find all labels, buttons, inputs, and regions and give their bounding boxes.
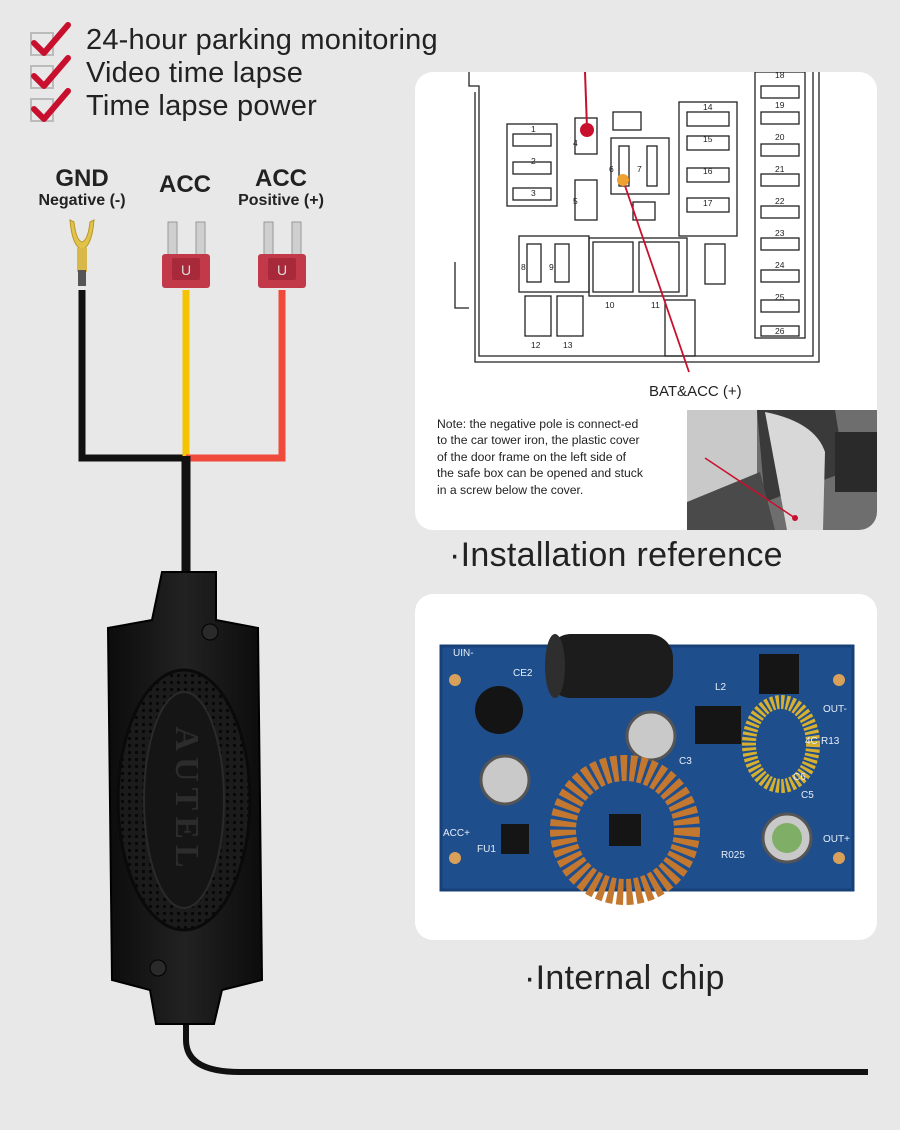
checkmark-icon bbox=[30, 88, 71, 122]
fuse-number: 20 bbox=[775, 132, 785, 142]
pcb-board-image: UIN- CE2 L2 OUT- R13 4C C6 C5 C3 ACC+ FU… bbox=[439, 634, 855, 905]
fuse-number: 4 bbox=[573, 138, 578, 148]
fuse-number: 6 bbox=[609, 164, 614, 174]
fuse-number: 8 bbox=[521, 262, 526, 272]
pcb-label: CE2 bbox=[513, 668, 533, 679]
feature-item: Video time lapse bbox=[28, 55, 304, 89]
acc-positive-subtitle: Positive (+) bbox=[238, 192, 324, 209]
fuse-number: 3 bbox=[531, 188, 536, 198]
gnd-subtitle: Negative (-) bbox=[38, 192, 126, 209]
pcb-label: R13 bbox=[821, 736, 840, 747]
output-cable bbox=[183, 1020, 868, 1075]
chip-panel: UIN- CE2 L2 OUT- R13 4C C6 C5 C3 ACC+ FU… bbox=[415, 594, 877, 940]
fuse-label: BAT&ACC (+) bbox=[649, 383, 742, 400]
car-door-photo bbox=[687, 410, 877, 530]
installation-note: Note: the negative pole is connect-ed to… bbox=[437, 417, 643, 497]
fork-terminal-icon bbox=[69, 219, 95, 286]
fuse-number: 16 bbox=[703, 166, 713, 176]
pcb-label: L2 bbox=[715, 682, 727, 693]
fuse-icon: U bbox=[258, 221, 306, 288]
fuse-number: 17 bbox=[703, 198, 713, 208]
fuse-number: 11 bbox=[651, 300, 660, 310]
acc-title: ACC bbox=[159, 171, 211, 198]
fuse-number: 22 bbox=[775, 196, 785, 206]
fuse-number: 15 bbox=[703, 134, 713, 144]
pcb-label: ACC+ bbox=[443, 828, 470, 839]
pcb-label: C3 bbox=[679, 756, 692, 767]
fuse-number: 1 bbox=[531, 124, 536, 134]
installation-panel: 1 2 3 4 5 6 7 8 9 10 11 12 13 14 15 16 1… bbox=[415, 72, 877, 530]
fuse-number: 24 bbox=[775, 260, 785, 270]
fuse-number: 23 bbox=[775, 228, 785, 238]
pcb-label: 4C bbox=[805, 736, 818, 747]
tap-point-marker bbox=[580, 123, 594, 137]
fuse-number: 19 bbox=[775, 100, 785, 110]
pcb-label: OUT- bbox=[823, 704, 847, 715]
fuse-icon: U bbox=[162, 221, 210, 288]
installation-caption: ·Installation reference bbox=[449, 536, 783, 574]
acc-positive-label: ACC Positive (+) bbox=[222, 166, 340, 210]
svg-text:U: U bbox=[181, 262, 191, 278]
fuse-number: 2 bbox=[531, 156, 536, 166]
checkmark-icon bbox=[30, 22, 71, 56]
module-logo: AUTEL bbox=[168, 726, 205, 873]
gnd-label: GND Negative (-) bbox=[20, 166, 144, 210]
pcb-label: UIN- bbox=[453, 648, 474, 659]
pcb-label: C5 bbox=[801, 790, 814, 801]
fuse-number: 18 bbox=[775, 72, 785, 80]
fuse-number: 5 bbox=[573, 196, 578, 206]
fuse-number: 26 bbox=[775, 326, 785, 336]
feature-label: Time lapse power bbox=[86, 89, 317, 122]
pcb-label: C6 bbox=[793, 772, 806, 783]
fuse-number: 9 bbox=[549, 262, 554, 272]
tap-point-marker bbox=[617, 174, 629, 186]
pcb-label: FU1 bbox=[477, 844, 496, 855]
fuse-number: 10 bbox=[605, 300, 615, 310]
fuse-number: 21 bbox=[775, 164, 785, 174]
gnd-wire bbox=[78, 290, 186, 462]
pcb-label: R025 bbox=[721, 850, 745, 861]
fuse-box-diagram: 1 2 3 4 5 6 7 8 9 10 11 12 13 14 15 16 1… bbox=[454, 72, 877, 530]
acc-positive-title: ACC bbox=[255, 165, 307, 192]
acc-label: ACC bbox=[140, 172, 230, 198]
fuse-number: 13 bbox=[563, 340, 573, 350]
fuse-number: 14 bbox=[703, 102, 713, 112]
gnd-title: GND bbox=[55, 165, 109, 192]
pcb-label: OUT+ bbox=[823, 834, 850, 845]
checkmark-icon bbox=[30, 55, 71, 89]
power-module: AUTEL bbox=[106, 571, 264, 1025]
fuse-number: 12 bbox=[531, 340, 541, 350]
feature-label: 24-hour parking monitoring bbox=[86, 23, 438, 56]
chip-caption: ·Internal chip bbox=[524, 959, 725, 997]
svg-text:U: U bbox=[277, 262, 287, 278]
fuse-number: 7 bbox=[637, 164, 642, 174]
fuse-number: 25 bbox=[775, 292, 785, 302]
feature-item: Time lapse power bbox=[28, 88, 317, 122]
feature-item: 24-hour parking monitoring bbox=[28, 22, 438, 56]
acc-positive-wire bbox=[186, 290, 286, 462]
feature-label: Video time lapse bbox=[86, 56, 304, 89]
